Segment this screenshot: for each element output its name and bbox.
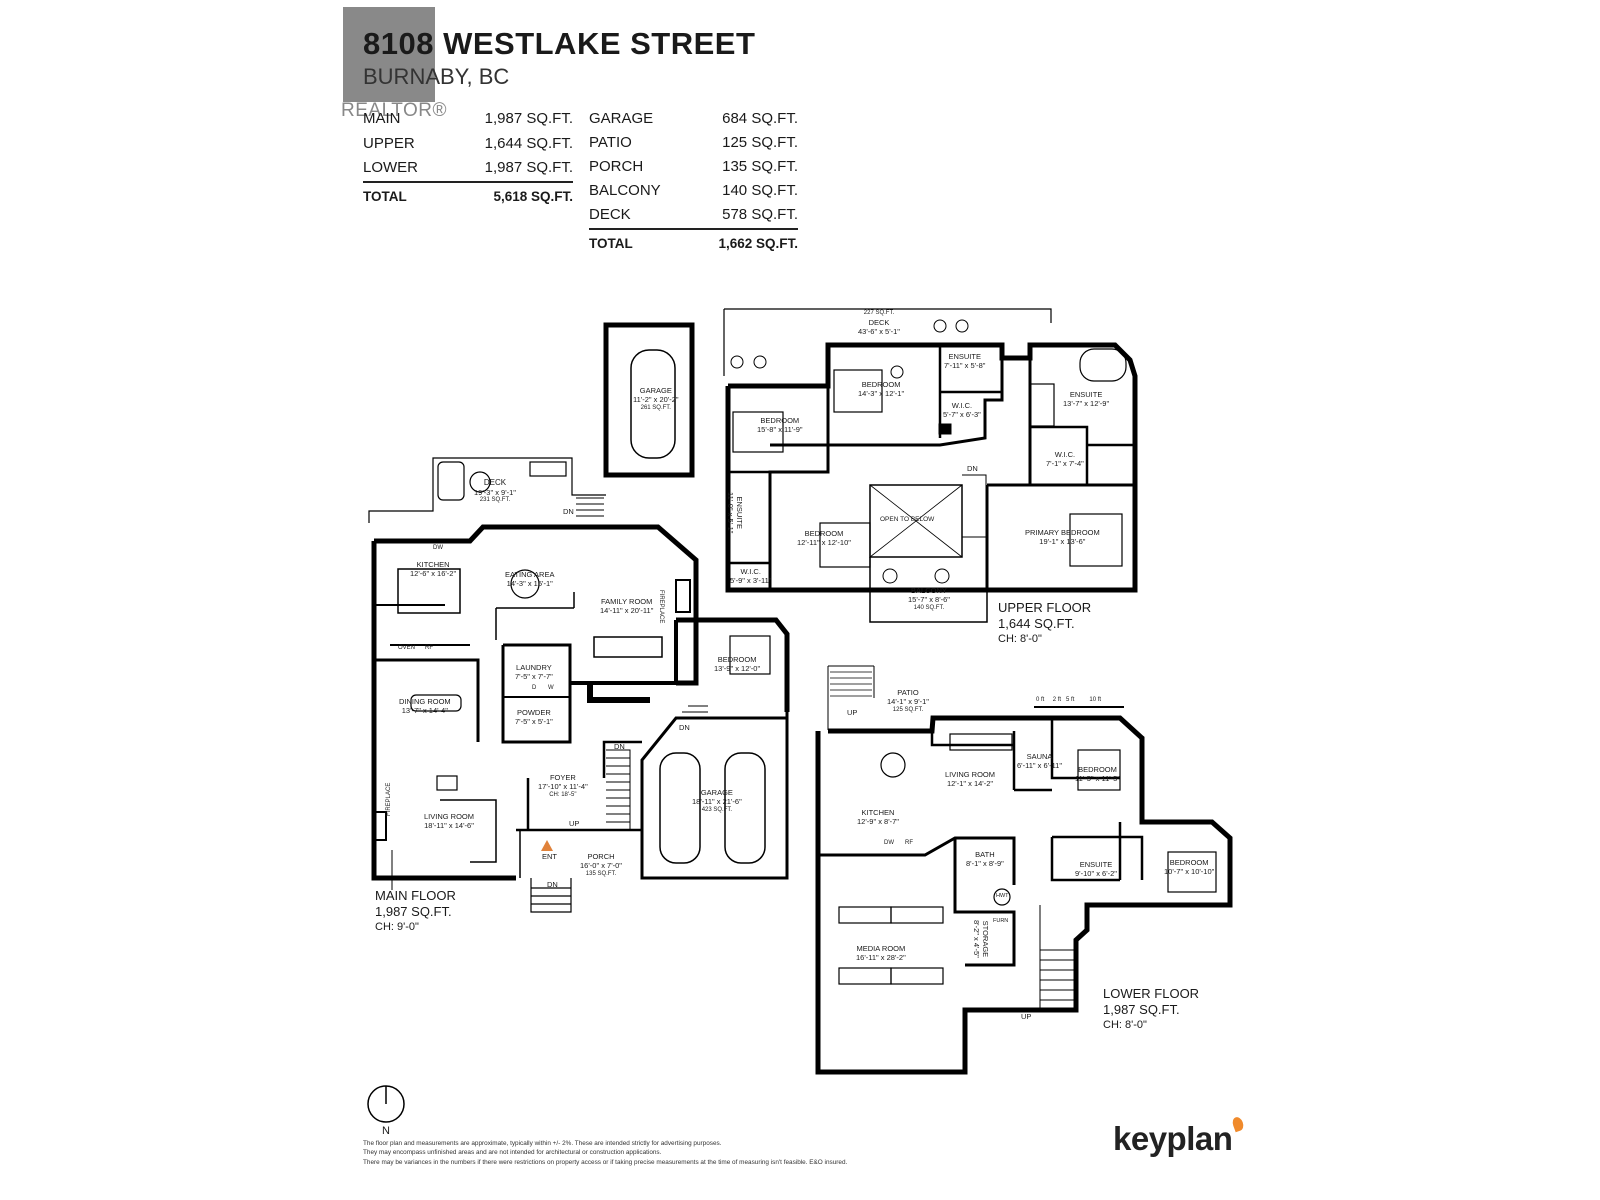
room-label: OPEN TO BELOW: [880, 516, 935, 523]
disclaimer-line: They may encompass unfinished areas and …: [363, 1149, 662, 1157]
fireplace-label: FIREPLACE: [386, 782, 392, 816]
main-floor-label: MAIN FLOOR 1,987 SQ.FT. CH: 9'-0": [375, 888, 456, 933]
dishwasher-label: DW: [433, 545, 443, 551]
dishwasher-label: DW: [884, 840, 894, 846]
area-label: BALCONY: [589, 182, 661, 199]
oven-label: OVEN: [398, 645, 416, 651]
lower-floor-walls: [815, 665, 1233, 1075]
stair-down-label: DN: [967, 464, 978, 473]
area-value: 1,987 SQ.FT.: [484, 159, 573, 176]
washer-label: W: [548, 685, 554, 691]
area-value: 578 SQ.FT.: [722, 206, 798, 223]
area-value: 135 SQ.FT.: [722, 158, 798, 175]
stair-up-label: UP: [569, 819, 580, 828]
fridge-label: RF: [425, 645, 433, 651]
realtor-watermark: REALTOR®: [341, 100, 447, 121]
area-label: DECK: [589, 206, 631, 223]
disclaimer-line: The floor plan and measurements are appr…: [363, 1140, 722, 1147]
property-address: 8108 WESTLAKE STREET: [363, 26, 756, 61]
stair-down-label: DN: [614, 742, 625, 751]
upper-floor-label: UPPER FLOOR 1,644 SQ.FT. CH: 8'-0": [998, 600, 1092, 645]
area-value: 125 SQ.FT.: [722, 134, 798, 151]
area-label: LOWER: [363, 159, 419, 176]
scale-bar-labels: 0 ft 2 ft 5 ft 10 ft: [1036, 697, 1102, 703]
fireplace-label: FIREPLACE: [658, 590, 664, 624]
area-total-label: TOTAL: [589, 236, 633, 251]
area-label: UPPER: [363, 135, 415, 152]
dryer-label: D: [532, 685, 537, 691]
area-label: GARAGE: [589, 110, 654, 127]
area-total-value: 5,618 SQ.FT.: [493, 189, 573, 204]
stair-up-label: UP: [1021, 1012, 1032, 1021]
lower-floor-label: LOWER FLOOR 1,987 SQ.FT. CH: 8'-0": [1103, 986, 1200, 1031]
area-total-label: TOTAL: [363, 189, 407, 204]
room-label: W.I.C.5'-9" x 3'-11": [730, 567, 772, 586]
stair-down-label: DN: [547, 880, 558, 889]
main-floor-walls: [368, 322, 790, 913]
compass-north-label: N: [382, 1125, 390, 1137]
disclaimer-line: There may be variances in the numbers if…: [363, 1158, 848, 1166]
entry-marker-icon: [541, 840, 553, 851]
water-heater-label: HWT: [996, 893, 1009, 899]
area-value: 1,644 SQ.FT.: [484, 135, 573, 152]
area-value: 1,987 SQ.FT.: [484, 110, 573, 127]
stair-down-label: DN: [563, 507, 574, 516]
area-total-value: 1,662 SQ.FT.: [718, 236, 798, 251]
area-label: PATIO: [589, 134, 632, 151]
total-divider: [589, 228, 798, 230]
room-label: W.I.C.7'-1" x 7'-4": [1046, 450, 1084, 469]
property-city: BURNABY, BC: [363, 64, 510, 89]
keyplan-logo: keyplan: [1113, 1120, 1233, 1157]
area-label: MAIN: [363, 110, 401, 127]
furnace-label: FURN: [993, 918, 1009, 924]
north-compass-icon: [367, 1085, 405, 1123]
stair-down-label: DN: [679, 723, 690, 732]
disclaimer: The floor plan and measurements are appr…: [363, 1139, 847, 1167]
upper-floor-walls: [723, 308, 1138, 623]
realtor-logo-mark: [343, 7, 435, 102]
stair-up-label: UP: [847, 708, 858, 717]
room-label: DECK 19'-3" x 9'-1" 231 SQ.FT.: [474, 478, 516, 504]
entry-label: ENT: [542, 852, 557, 861]
fridge-label: RF: [905, 840, 913, 846]
total-divider: [363, 181, 573, 183]
area-value: 140 SQ.FT.: [722, 182, 798, 199]
area-label: PORCH: [589, 158, 644, 175]
area-value: 684 SQ.FT.: [722, 110, 798, 127]
room-label: W.I.C.5'-7" x 6'-3": [943, 401, 981, 420]
